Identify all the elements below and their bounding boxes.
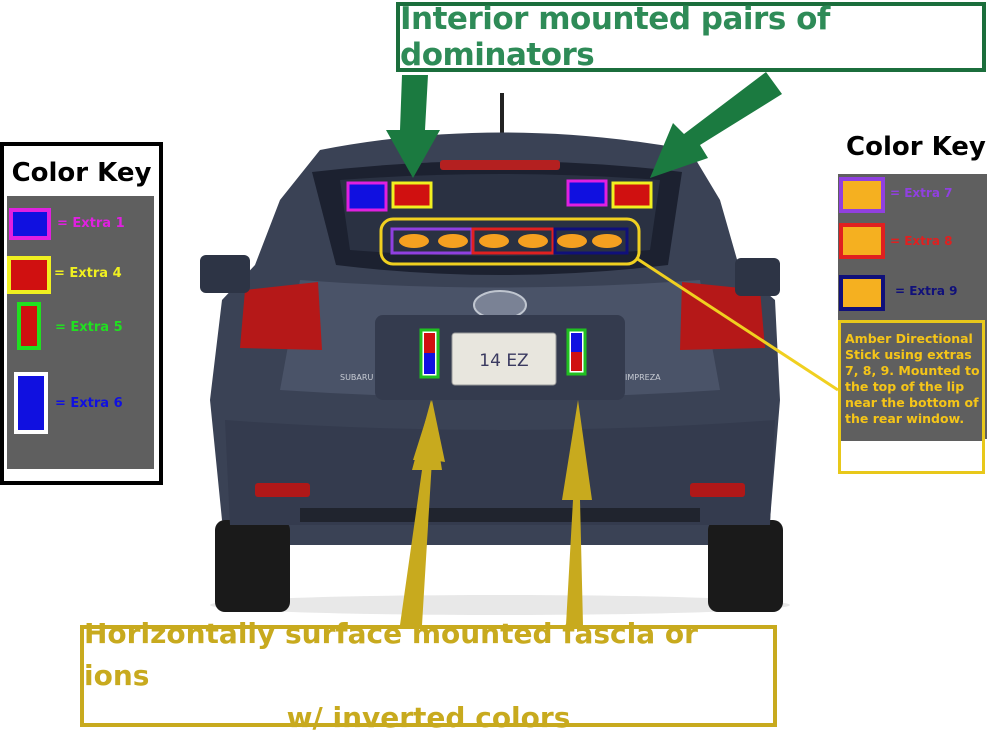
car-rear-illustration: 14 EZ SUBARU IMPREZA <box>200 93 790 615</box>
extra-1-swatch <box>9 208 51 240</box>
left-key-title: Color Key <box>11 158 152 188</box>
badge-left: SUBARU <box>340 373 373 382</box>
top-callout: Interior mounted pairs of dominators <box>396 1 986 73</box>
extra-7-label: = Extra 7 <box>890 186 953 200</box>
left-tail-light <box>240 282 322 350</box>
extra-6-label: = Extra 6 <box>55 396 123 411</box>
extra-8-swatch <box>839 223 885 259</box>
extra-1-label: = Extra 1 <box>57 216 125 231</box>
plate-text: 14 EZ <box>479 351 528 371</box>
directional-stick-note: Amber Directional Stick using extras 7, … <box>838 320 985 474</box>
left-mirror <box>200 255 250 293</box>
right-mirror <box>735 258 780 296</box>
rear-bumper <box>225 420 775 525</box>
extra-9-label: = Extra 9 <box>895 284 958 298</box>
extra-6-swatch <box>14 372 48 434</box>
top-callout-text: Interior mounted pairs of dominators <box>400 1 830 73</box>
extra-4-swatch <box>7 256 51 294</box>
license-plate <box>451 332 557 386</box>
left-tire <box>215 520 290 612</box>
dominator-red-left <box>391 181 433 209</box>
gold-arrow-right <box>562 400 592 625</box>
bottom-callout-line2: w/ inverted colors <box>286 701 571 734</box>
dominator-red-right <box>611 181 653 209</box>
right-key-title: Color Key <box>846 132 986 162</box>
extra-7-swatch <box>839 177 885 213</box>
dominator-blue-left <box>346 181 388 212</box>
right-reflector <box>690 483 745 497</box>
extra-4-label: = Extra 4 <box>54 266 122 281</box>
extra-9-swatch <box>839 275 885 311</box>
extra-5-swatch <box>17 302 41 350</box>
stick-outline <box>379 217 641 266</box>
dominator-blue-right <box>566 179 608 207</box>
green-arrow-right <box>650 72 782 178</box>
stick-connector-line <box>635 256 839 392</box>
extra-5-label: = Extra 5 <box>55 320 123 335</box>
left-key-panel: = Extra 1 = Extra 4 = Extra 5 = Extra 6 <box>7 196 154 469</box>
bottom-callout: Horizontally surface mounted fascia or i… <box>80 617 777 734</box>
extra-8-label: = Extra 8 <box>890 234 953 248</box>
left-reflector <box>255 483 310 497</box>
badge-right: IMPREZA <box>625 373 661 382</box>
left-color-key: Color Key = Extra 1 = Extra 4 = Extra 5 … <box>0 142 163 485</box>
right-tire <box>708 520 783 612</box>
directional-stick-note-text: Amber Directional Stick using extras 7, … <box>845 331 980 426</box>
green-arrow-left <box>386 75 440 178</box>
bottom-callout-line1: Horizontally surface mounted fascia or i… <box>84 617 698 692</box>
